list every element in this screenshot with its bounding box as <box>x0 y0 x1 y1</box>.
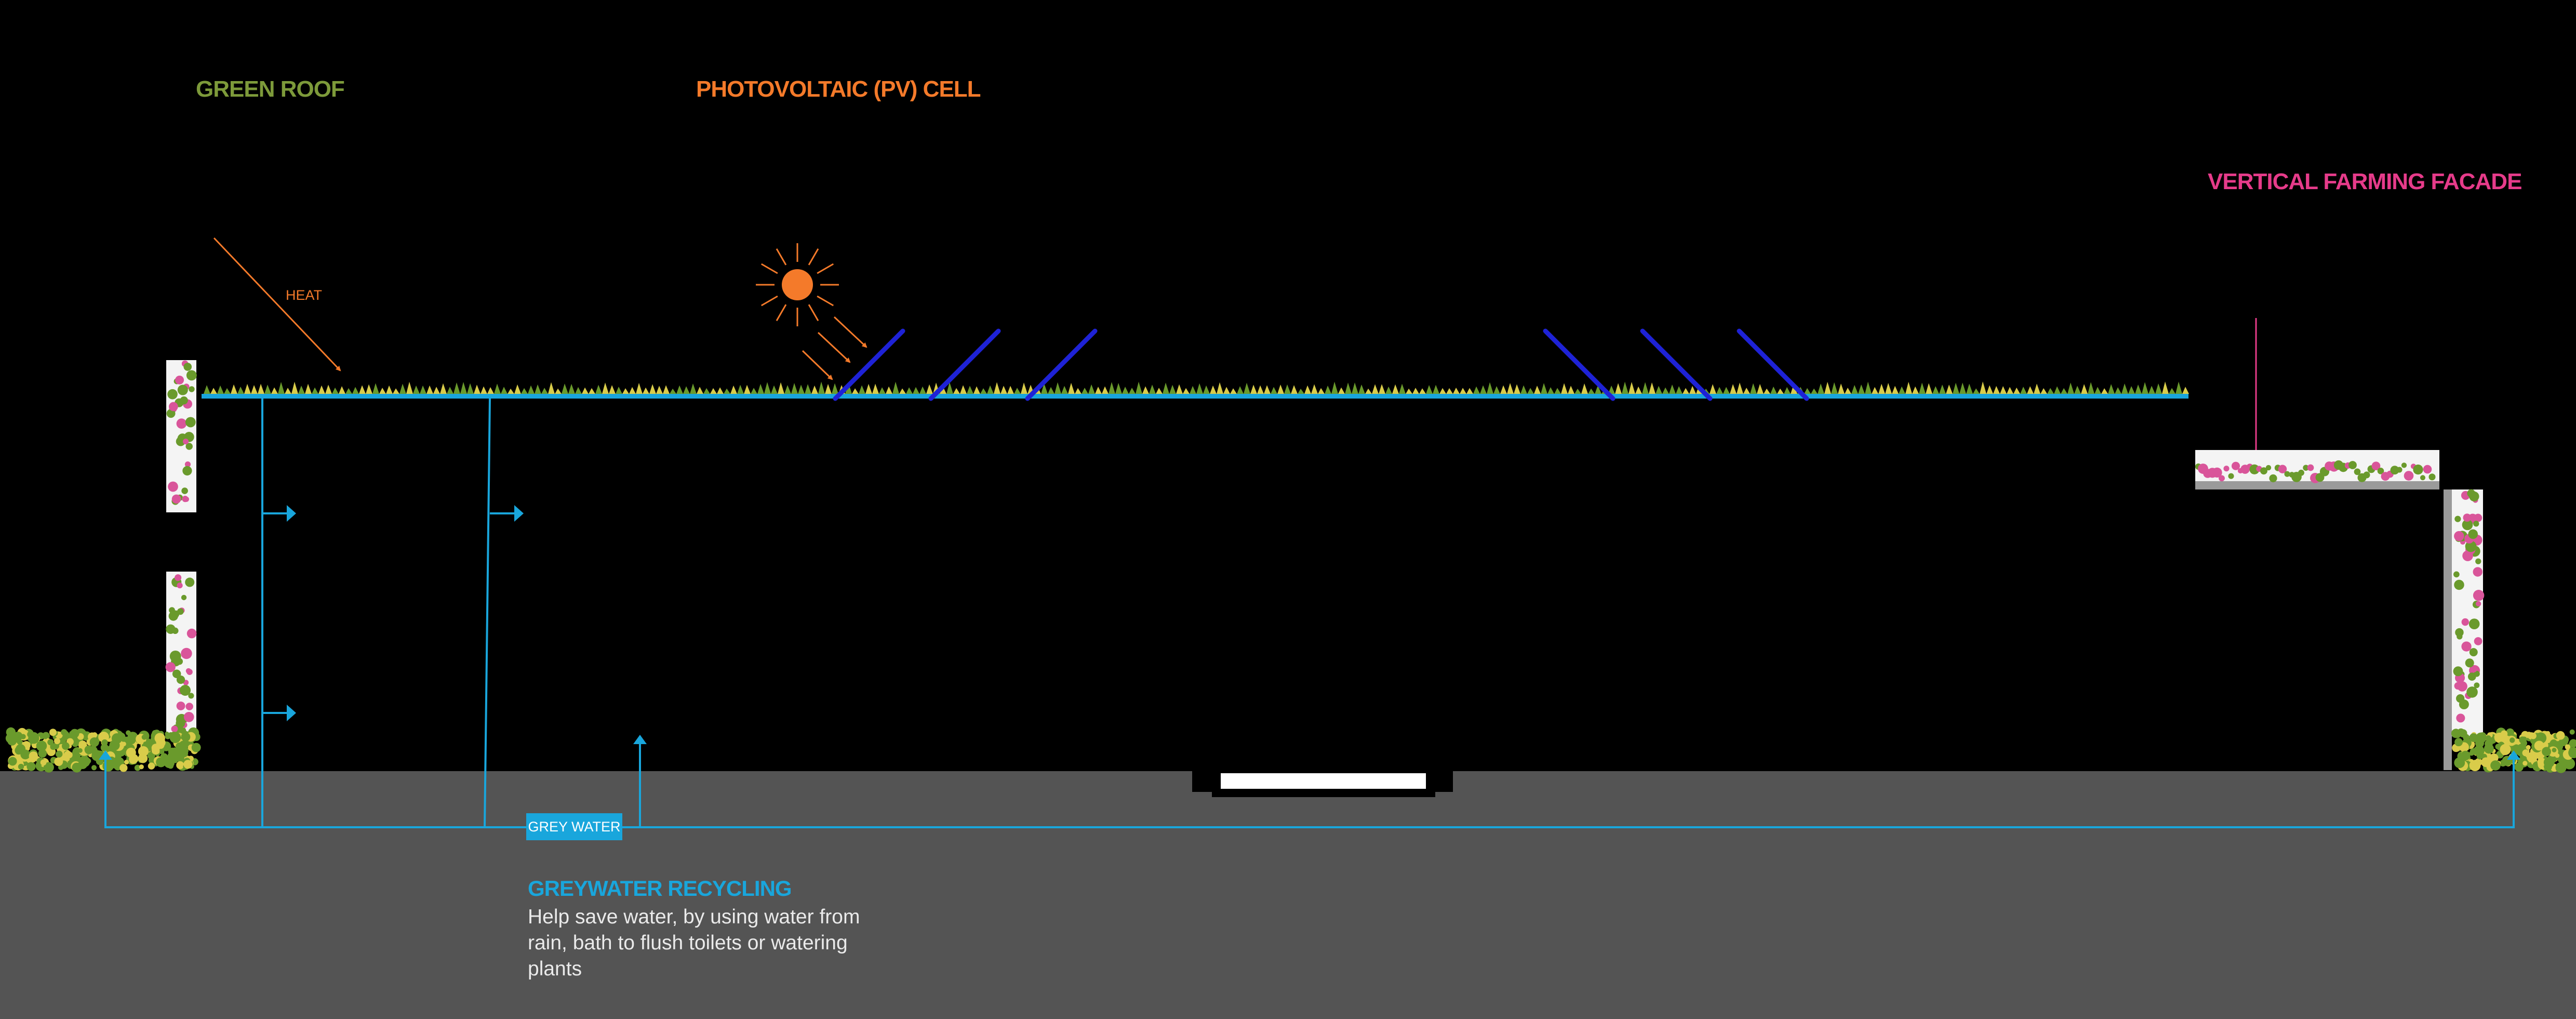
left-ground-shrubs <box>5 727 201 773</box>
roof-slab <box>202 394 2188 399</box>
green-roof-foliage <box>204 381 2189 394</box>
pv-cell-label: PHOTOVOLTAIC (PV) CELL <box>696 76 981 102</box>
heat-arrow <box>213 237 341 372</box>
right-roof-planter <box>2195 450 2439 489</box>
ground-skylight <box>1192 771 1453 797</box>
grey-water-tag: GREY WATER <box>526 813 622 840</box>
greywater-pipe-network <box>104 398 2515 828</box>
ground <box>0 771 2576 1019</box>
green-roof-label: GREEN ROOF <box>196 76 345 102</box>
vertical-farming-label: VERTICAL FARMING FACADE <box>2208 169 2522 194</box>
greywater-recycling-description: Help save water, by using water from rai… <box>528 906 860 980</box>
sun-ray-arrows <box>802 316 867 380</box>
right-facade-planter <box>2444 489 2485 770</box>
left-facade-planter-upper <box>166 360 197 512</box>
left-facade-planter-lower <box>165 572 197 738</box>
pv-panels <box>833 328 1809 401</box>
heat-label: HEAT <box>286 287 323 303</box>
greywater-arrowheads <box>99 505 2520 760</box>
sun-icon <box>756 243 839 326</box>
greywater-recycling-title: GREYWATER RECYCLING <box>528 876 792 901</box>
